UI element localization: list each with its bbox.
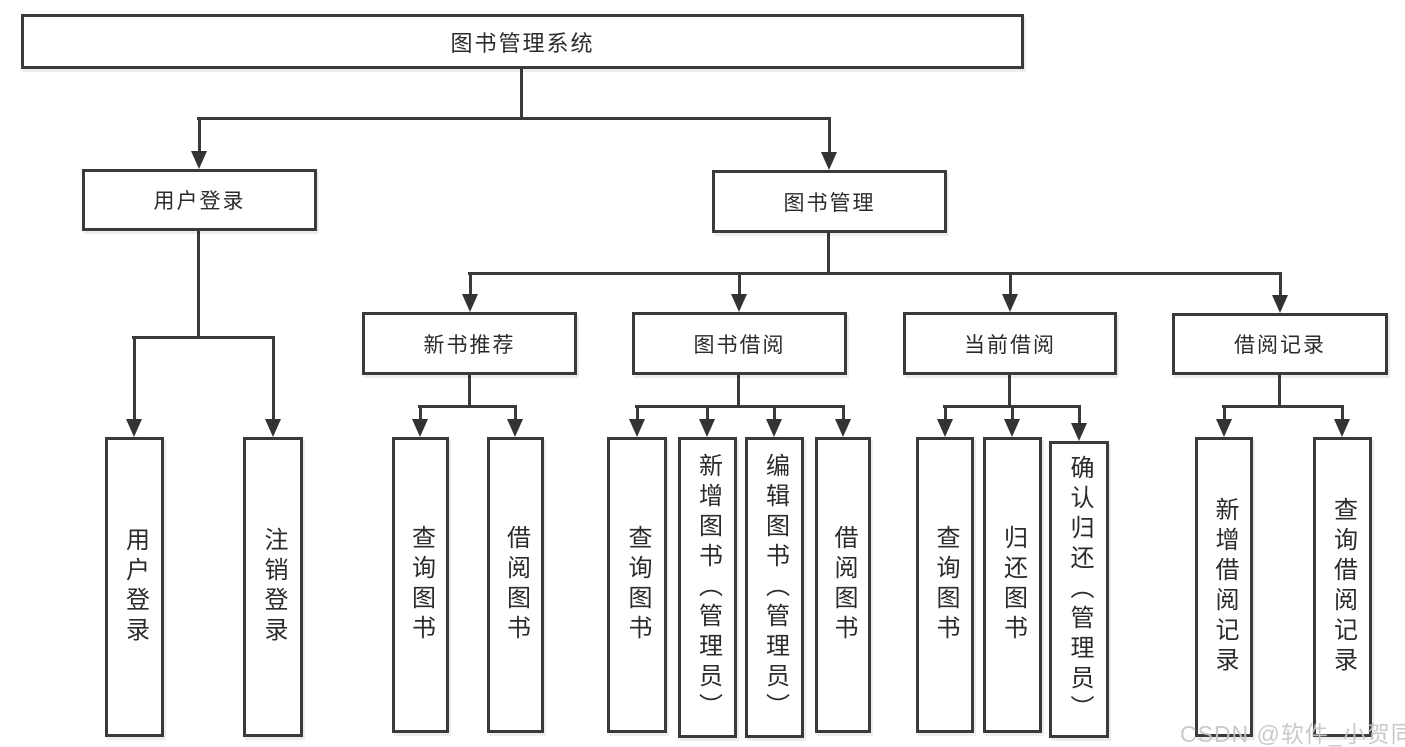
node-new-book-recommend: 新书推荐 bbox=[362, 312, 577, 375]
arrow-down-icon bbox=[1002, 272, 1018, 312]
arrow-down-icon bbox=[1334, 405, 1350, 437]
leaf-borrow-book: 借阅图书 bbox=[815, 437, 871, 733]
arrow-down-icon bbox=[507, 405, 523, 437]
connector-vline bbox=[197, 231, 200, 336]
leaf-label: 查询借阅记录 bbox=[1329, 497, 1357, 677]
leaf-label: 新增图书（管理员） bbox=[694, 452, 722, 723]
arrow-down-icon bbox=[1071, 405, 1087, 441]
leaf-query-book-recommend: 查询图书 bbox=[392, 437, 449, 733]
leaf-query-borrow-record: 查询借阅记录 bbox=[1313, 437, 1372, 737]
connector-hline bbox=[418, 405, 517, 408]
watermark: CSDN @软件_小贺同学 bbox=[1180, 721, 1405, 747]
leaf-label: 归还图书 bbox=[999, 525, 1027, 645]
leaf-logout-login: 注销登录 bbox=[243, 437, 303, 737]
node-book-borrow: 图书借阅 bbox=[632, 312, 847, 375]
arrow-down-icon bbox=[731, 272, 747, 312]
node-book-management: 图书管理 bbox=[712, 170, 947, 233]
arrow-down-icon bbox=[835, 405, 851, 437]
connector-vline bbox=[468, 375, 471, 405]
leaf-label: 新增借阅记录 bbox=[1211, 497, 1238, 677]
leaf-label: 用户登录 bbox=[121, 527, 149, 647]
leaf-add-borrow-record: 新增借阅记录 bbox=[1195, 437, 1253, 737]
arrow-down-icon bbox=[1004, 405, 1020, 437]
node-user-login: 用户登录 bbox=[82, 169, 317, 231]
arrow-down-icon bbox=[1272, 272, 1288, 313]
arrow-down-icon bbox=[1216, 405, 1232, 437]
leaf-label: 编辑图书（管理员） bbox=[761, 452, 789, 723]
arrow-down-icon bbox=[462, 272, 478, 312]
connector-vline bbox=[1278, 375, 1281, 405]
leaf-user-login: 用户登录 bbox=[105, 437, 164, 737]
node-library-system: 图书管理系统 bbox=[21, 14, 1024, 69]
arrow-down-icon bbox=[191, 117, 207, 169]
connector-vline bbox=[827, 233, 830, 272]
connector-vline bbox=[1008, 375, 1011, 405]
connector-hline bbox=[197, 117, 831, 120]
arrow-down-icon bbox=[629, 405, 645, 437]
node-borrow-records: 借阅记录 bbox=[1172, 313, 1388, 375]
arrow-down-icon bbox=[126, 336, 142, 437]
leaf-return-book: 归还图书 bbox=[983, 437, 1042, 733]
node-current-borrow: 当前借阅 bbox=[903, 312, 1117, 375]
leaf-borrow-book-recommend: 借阅图书 bbox=[487, 437, 544, 733]
leaf-label: 查询图书 bbox=[624, 525, 651, 645]
leaf-label: 查询图书 bbox=[407, 525, 435, 645]
leaf-label: 查询图书 bbox=[932, 525, 959, 645]
leaf-label: 借阅图书 bbox=[830, 525, 857, 645]
leaf-query-book-borrow: 查询图书 bbox=[607, 437, 667, 733]
arrow-down-icon bbox=[699, 405, 715, 437]
connector-hline bbox=[132, 336, 275, 339]
arrow-down-icon bbox=[937, 405, 953, 437]
leaf-label: 借阅图书 bbox=[502, 525, 530, 645]
connector-vline bbox=[520, 69, 523, 117]
connector-hline bbox=[1222, 405, 1344, 408]
leaf-edit-book-admin: 编辑图书（管理员） bbox=[745, 437, 804, 738]
leaf-add-book-admin: 新增图书（管理员） bbox=[678, 437, 737, 738]
leaf-confirm-return-admin: 确认归还（管理员） bbox=[1049, 441, 1109, 738]
arrow-down-icon bbox=[412, 405, 428, 437]
arrow-down-icon bbox=[766, 405, 782, 437]
connector-hline bbox=[468, 272, 1281, 275]
leaf-label: 确认归还（管理员） bbox=[1066, 454, 1093, 725]
connector-vline bbox=[737, 375, 740, 405]
connector-hline bbox=[635, 405, 845, 408]
arrow-down-icon bbox=[821, 117, 837, 170]
arrow-down-icon bbox=[265, 336, 281, 437]
leaf-label: 注销登录 bbox=[260, 527, 287, 647]
leaf-query-book-current: 查询图书 bbox=[916, 437, 974, 733]
